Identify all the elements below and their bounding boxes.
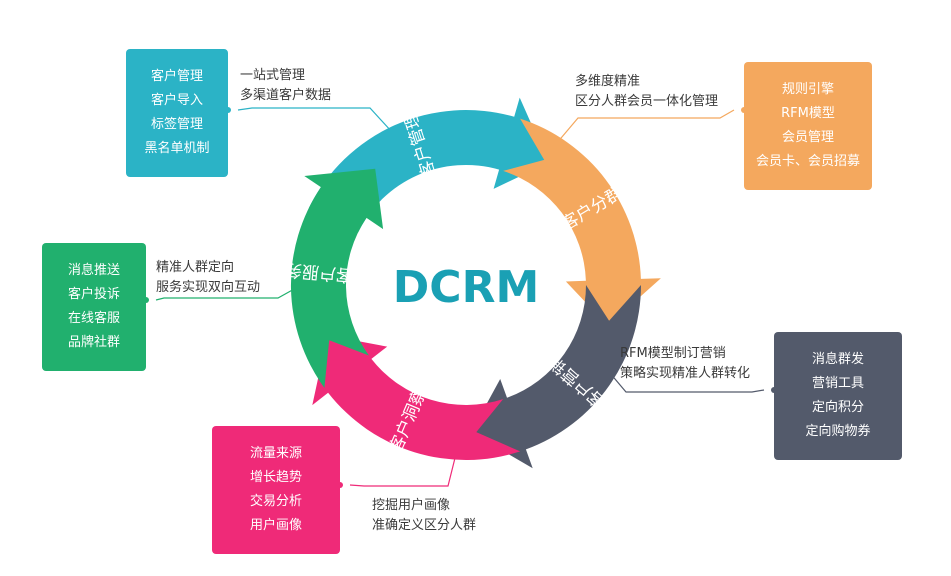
- customer-service-item: 品牌社群: [67, 335, 120, 350]
- customer-service-desc-line: 服务实现双向互动: [156, 280, 261, 295]
- customer-marketing-desc-line: RFM模型制订营销: [620, 346, 726, 361]
- customer-insight-arrow: [312, 335, 521, 460]
- customer-insight-item: 增长趋势: [249, 470, 302, 485]
- customer-insight-desc: 挖掘用户画像 准确定义区分人群: [372, 496, 476, 536]
- customer-segmentation-desc-line: 多维度精准: [575, 74, 641, 89]
- customer-service-arrow: [290, 168, 384, 388]
- customer-insight-item: 交易分析: [249, 494, 302, 509]
- customer-service-connector: [155, 287, 297, 301]
- customer-insight-connector: [349, 445, 459, 487]
- customer-segmentation-arrow: [503, 118, 661, 326]
- customer-marketing-arrow: [471, 285, 641, 469]
- customer-management-item: 黑名单机制: [144, 141, 210, 156]
- customer-segmentation-item: 规则引擎: [781, 82, 834, 97]
- customer-segmentation-box: 规则引擎 RFM模型 会员管理 会员卡、会员招募: [744, 62, 872, 190]
- customer-marketing-item: 定向积分: [811, 400, 864, 415]
- customer-management-desc-line: 多渠道客户数据: [240, 88, 332, 103]
- customer-insight-item: 用户画像: [249, 518, 302, 533]
- customer-segmentation-desc: 多维度精准 区分人群会员一体化管理: [575, 72, 718, 112]
- customer-service-item: 客户投诉: [67, 287, 120, 302]
- customer-segmentation-connector: [555, 109, 735, 145]
- customer-management-connector: [237, 107, 393, 133]
- customer-service-desc: 精准人群定向 服务实现双向互动: [156, 258, 260, 298]
- customer-insight-item: 流量来源: [249, 446, 302, 461]
- customer-service-item: 消息推送: [67, 263, 120, 278]
- customer-marketing-desc: RFM模型制订营销 策略实现精准人群转化: [620, 344, 750, 384]
- customer-service-box: 消息推送 客户投诉 在线客服 品牌社群: [42, 243, 146, 371]
- customer-marketing-box: 消息群发 营销工具 定向积分 定向购物券: [774, 332, 902, 460]
- customer-insight-desc-line: 挖掘用户画像: [372, 498, 451, 513]
- customer-insight-desc-line: 准确定义区分人群: [372, 518, 477, 533]
- customer-segmentation-item: RFM模型: [781, 106, 835, 121]
- customer-management-desc: 一站式管理 多渠道客户数据: [240, 66, 331, 106]
- customer-segmentation-item: 会员管理: [781, 130, 834, 145]
- customer-service-desc-line: 精准人群定向: [156, 260, 235, 275]
- customer-management-box: 客户管理 客户导入 标签管理 黑名单机制: [126, 49, 228, 177]
- center-title: DCRM: [393, 262, 539, 313]
- customer-insight-box: 流量来源 增长趋势 交易分析 用户画像: [212, 426, 340, 554]
- customer-management-desc-line: 一站式管理: [240, 68, 306, 83]
- customer-management-item: 客户导入: [150, 93, 203, 108]
- customer-marketing-item: 营销工具: [811, 376, 864, 391]
- customer-segmentation-desc-line: 区分人群会员一体化管理: [575, 94, 719, 109]
- customer-management-item: 客户管理: [150, 69, 203, 84]
- customer-marketing-connector: [603, 365, 765, 393]
- customer-marketing-desc-line: 策略实现精准人群转化: [620, 366, 751, 381]
- customer-management-item: 标签管理: [150, 117, 203, 132]
- customer-marketing-item: 定向购物券: [805, 424, 871, 439]
- customer-marketing-item: 消息群发: [811, 352, 864, 367]
- customer-segmentation-item: 会员卡、会员招募: [755, 154, 860, 169]
- customer-service-item: 在线客服: [67, 311, 120, 326]
